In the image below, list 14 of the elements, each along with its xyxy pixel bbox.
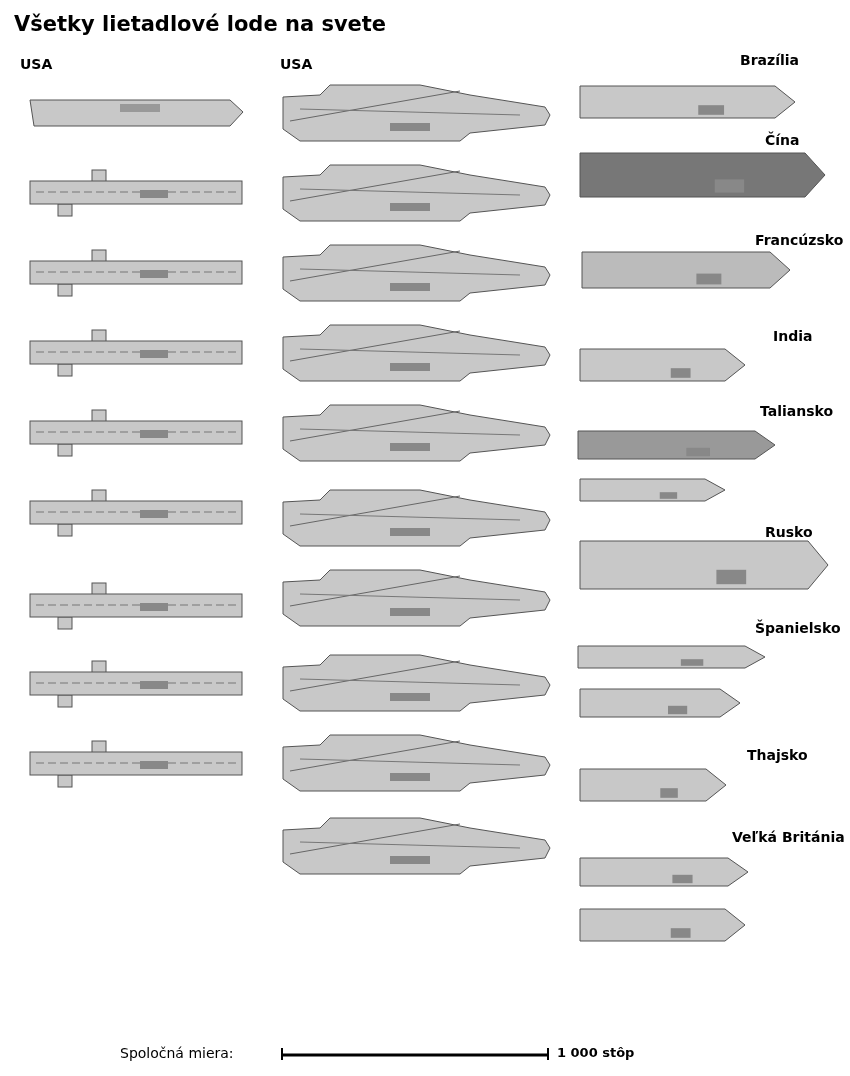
column-heading: USA — [280, 56, 313, 72]
country-label: Francúzsko — [755, 232, 844, 248]
country-label: Španielsko — [755, 620, 841, 636]
country-label: Brazília — [740, 52, 799, 68]
country-label: Thajsko — [747, 747, 808, 763]
column-heading: USA — [20, 56, 53, 72]
country-label: Taliansko — [760, 403, 834, 419]
country-label: Veľká Británia — [732, 829, 845, 845]
country-label: India — [773, 328, 813, 344]
scale-value: 1 000 stôp — [557, 1045, 635, 1060]
title: Všetky lietadlové lode na svete — [14, 12, 387, 36]
country-label: Rusko — [765, 524, 813, 540]
country-label: Čína — [765, 132, 800, 148]
scale-label: Spoločná miera: — [120, 1045, 234, 1061]
